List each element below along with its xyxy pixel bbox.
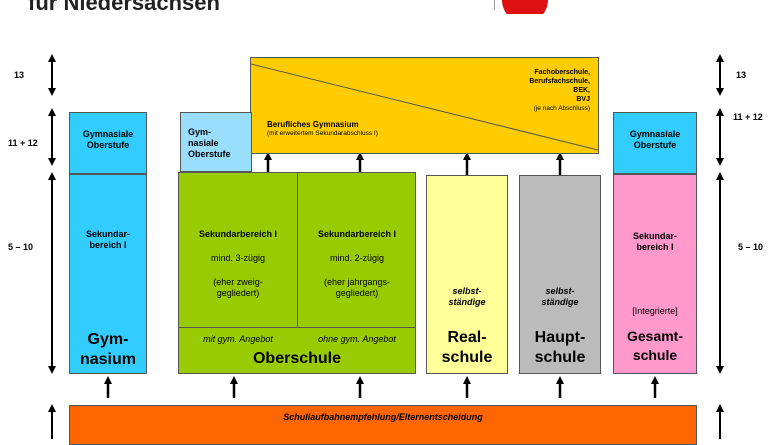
berufliches-title: Berufliches Gymnasium	[267, 120, 359, 129]
gesamtschule-oberstufe: Gymnasiale Oberstufe	[613, 112, 697, 174]
oberschule-left-line1: mind. 3-zügig	[210, 253, 266, 263]
gymnasium-name-1: Gym-	[87, 331, 129, 348]
gesamtschule-name-1: Gesamt-	[626, 328, 684, 344]
oberschule-name: Oberschule	[252, 350, 342, 367]
berufliches-other-4: BVJ	[576, 96, 590, 103]
gesamtschule-name-2: schule	[632, 347, 678, 363]
oberschule-left-line2: (eher zweig- gegliedert)	[213, 277, 263, 298]
hauptschule-name-1: Haupt-	[534, 329, 586, 346]
oberschule-oberstufe: Gym- nasiale Oberstufe	[180, 112, 252, 172]
realschule-block: selbst- ständige Real- schule	[426, 175, 508, 374]
berufliches-other-note: (je nach Abschluss)	[533, 105, 590, 112]
bottom-bar: Schullaufbahnempfehlung/Elternentscheidu…	[69, 405, 697, 445]
berufliches-other: Fachoberschule, Berufsfachschule, BEK, B…	[529, 68, 590, 113]
gymnasium-block: Sekundar- bereich I Gym- nasium	[69, 174, 147, 374]
realschule-name-1: Real-	[447, 329, 487, 346]
gesamtschule-oberstufe-label: Gymnasiale Oberstufe	[629, 129, 681, 150]
realschule-name-2: schule	[441, 349, 493, 366]
berufliches-other-2: Berufsfachschule,	[529, 78, 590, 85]
berufliches-other-1: Fachoberschule,	[534, 69, 590, 76]
year-label-left-11-12: 11 + 12	[8, 138, 38, 148]
oberschule-oberstufe-label: Gym- nasiale Oberstufe	[188, 127, 231, 159]
oberschule-left-angebot: mit gym. Angebot	[203, 334, 273, 344]
oberschule-right-line1: mind. 2-zügig	[329, 253, 385, 263]
header-divider	[494, 0, 495, 10]
year-label-right-13: 13	[736, 70, 747, 80]
berufliches-block: Berufliches Gymnasium (mit erweitertem S…	[250, 57, 599, 154]
year-label-right-11-12: 11 + 12	[733, 112, 763, 122]
oberschule-divider-v	[297, 173, 298, 327]
bottom-bar-label: Schullaufbahnempfehlung/Elternentscheidu…	[283, 412, 483, 422]
hauptschule-block: selbst- ständige Haupt- schule	[519, 175, 601, 374]
gymnasium-name-2: nasium	[79, 351, 136, 368]
gymnasium-oberstufe: Gymnasiale Oberstufe	[69, 112, 147, 174]
hauptschule-name-2: schule	[534, 349, 586, 366]
berufliches-other-3: BEK,	[573, 87, 590, 94]
oberschule-divider-h	[179, 327, 415, 328]
logo-icon	[502, 0, 548, 14]
year-label-left-13: 13	[14, 70, 25, 80]
gymnasium-oberstufe-label: Gymnasiale Oberstufe	[82, 129, 134, 150]
oberschule-right-angebot: ohne gym. Angebot	[318, 334, 396, 344]
gymnasium-sek-label: Sekundar- bereich I	[85, 229, 130, 250]
oberschule-block: Sekundarbereich I mind. 3-zügig (eher zw…	[178, 172, 416, 374]
oberschule-left-title: Sekundarbereich I	[198, 229, 278, 239]
year-label-right-5-10: 5 – 10	[738, 242, 764, 252]
page-title: für Niedersachsen	[28, 0, 220, 15]
oberschule-right-title: Sekundarbereich I	[317, 229, 397, 239]
berufliches-divider	[251, 63, 598, 151]
gesamtschule-note: [Integrierte]	[632, 306, 678, 316]
hauptschule-note: selbst- ständige	[541, 286, 579, 307]
realschule-note: selbst- ständige	[448, 286, 486, 307]
berufliches-subtitle: (mit erweitertem Sekundarabschluss I)	[267, 130, 378, 137]
gesamtschule-block: Sekundar- bereich I [Integrierte] Gesamt…	[613, 174, 697, 374]
gesamtschule-sek-label: Sekundar- bereich I	[632, 231, 677, 252]
year-label-left-5-10: 5 – 10	[8, 242, 34, 252]
oberschule-right-line2: (eher jahrgangs- gegliedert)	[323, 277, 391, 298]
